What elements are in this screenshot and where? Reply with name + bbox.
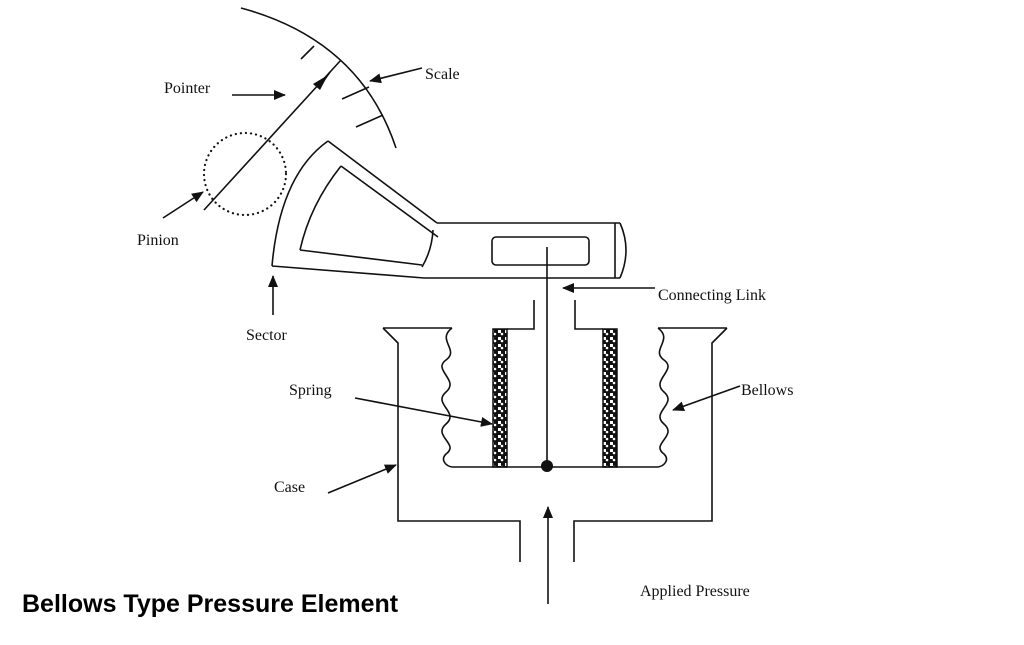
pointer-arrowhead-line (319, 71, 331, 87)
scale-tick (300, 45, 315, 60)
scale (240, 7, 397, 149)
bellows-left (441, 327, 453, 468)
left-stem (507, 300, 535, 330)
label-case: Case (274, 479, 305, 496)
scale-arc (240, 7, 397, 149)
label-applied-pressure: Applied Pressure (640, 583, 750, 600)
spring-arrow (354, 397, 493, 427)
case-arrow (327, 464, 397, 494)
right-stem (574, 300, 603, 330)
sector-lever (271, 140, 627, 279)
scale-tick (341, 86, 370, 100)
bellows-right (657, 327, 669, 468)
lever-slot (491, 236, 590, 266)
scale-arrow (369, 67, 423, 84)
case (382, 327, 728, 562)
label-connecting-link: Connecting Link (658, 287, 766, 304)
label-pinion: Pinion (137, 232, 179, 249)
spring-left (492, 328, 508, 468)
diagram-title: Bellows Type Pressure Element (22, 590, 399, 618)
label-spring: Spring (289, 382, 332, 399)
spring-right (602, 328, 618, 468)
label-pointer: Pointer (164, 80, 211, 97)
scale-tick (355, 114, 384, 128)
label-sector: Sector (246, 327, 288, 344)
label-scale: Scale (425, 66, 460, 83)
pinion-arrow (162, 191, 204, 219)
link-pivot (541, 460, 553, 472)
bellows-arrow (672, 385, 741, 411)
pinion-gear (202, 131, 288, 217)
label-bellows: Bellows (741, 382, 793, 399)
